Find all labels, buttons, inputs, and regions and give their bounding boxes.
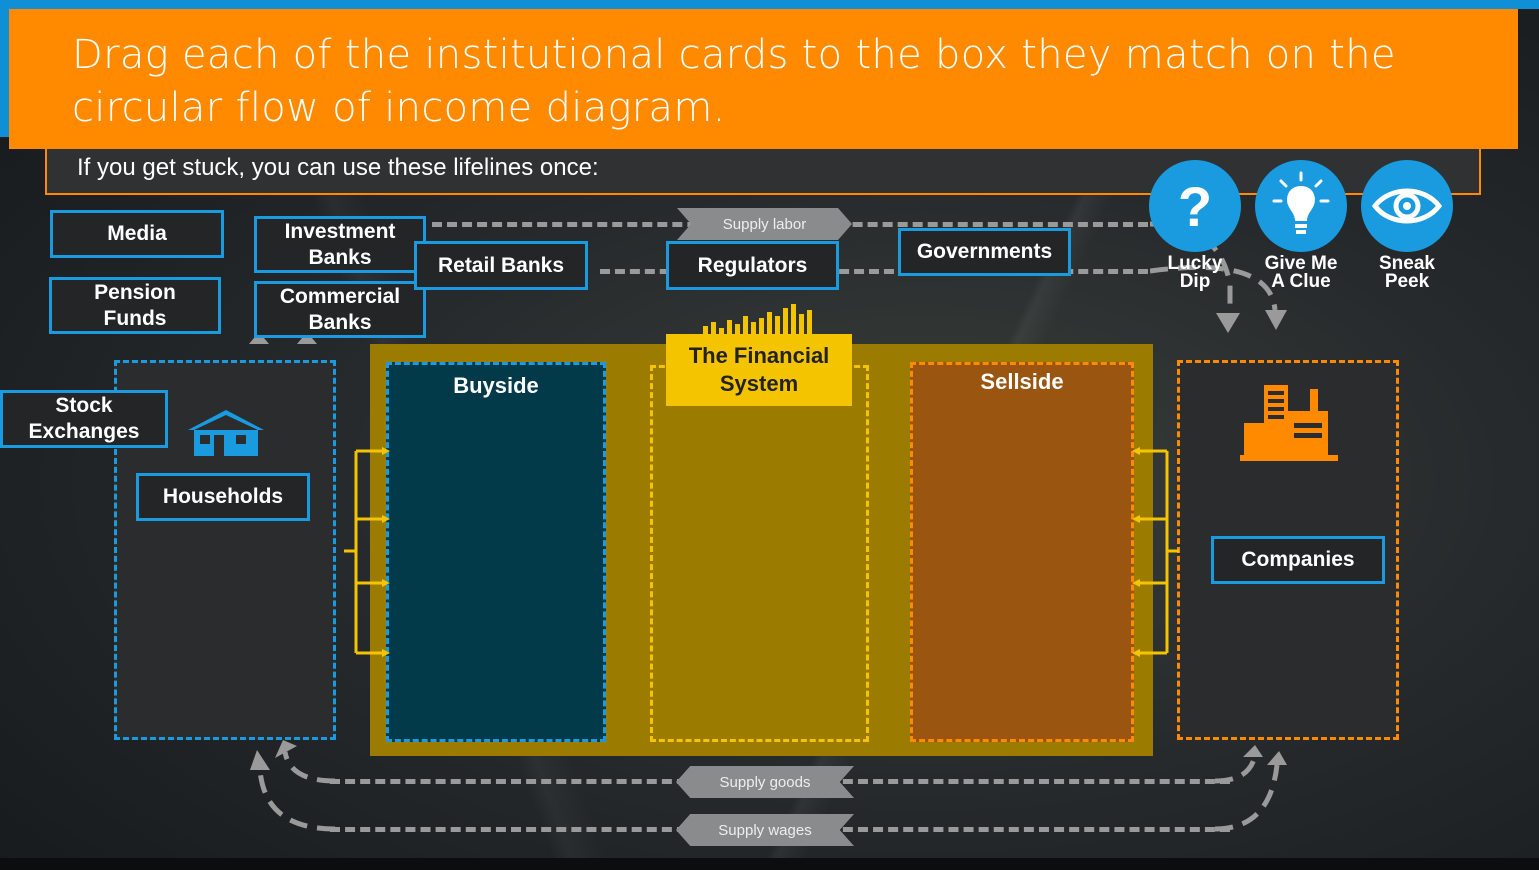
- buyside-drop-zone[interactable]: [386, 362, 606, 742]
- card-pension-funds[interactable]: Pension Funds: [49, 277, 221, 334]
- instructions-line-1: Drag each of the institutional cards to …: [72, 32, 1396, 78]
- card-pension-funds-line-2: Funds: [103, 306, 167, 330]
- buyside-label: Buyside: [453, 373, 539, 398]
- card-commercial-banks[interactable]: Commercial Banks: [254, 281, 426, 338]
- lifelines-prompt: If you get stuck, you can use these life…: [45, 149, 1481, 195]
- card-media[interactable]: Media: [50, 210, 224, 258]
- left-accent-strip: [0, 9, 9, 137]
- card-governments[interactable]: Governments: [898, 228, 1071, 276]
- question-icon: ?: [1149, 160, 1241, 252]
- lifeline-lucky-dip-line-1: Lucky: [1167, 253, 1223, 274]
- lifeline-give-me-a-clue-line-2: A Clue: [1271, 271, 1331, 292]
- card-stock-exchanges[interactable]: Stock Exchanges: [0, 390, 168, 448]
- eye-icon: [1361, 160, 1453, 252]
- card-commercial-banks-line-2: Banks: [308, 310, 372, 334]
- left-flow-bracket: [344, 447, 390, 657]
- card-stock-exchanges-line-2: Exchanges: [28, 420, 140, 443]
- card-investment-banks[interactable]: Investment Banks: [254, 216, 426, 273]
- lifeline-give-me-a-clue-line-1: Give Me: [1264, 253, 1338, 274]
- financial-system-label-line-1: The Financial: [688, 343, 830, 368]
- supply-goods-label: Supply goods: [676, 766, 854, 798]
- card-pension-funds-line-1: Pension: [94, 280, 176, 304]
- bottom-strip: [0, 858, 1539, 870]
- card-regulators[interactable]: Regulators: [666, 241, 839, 290]
- right-flow-bracket: [1132, 447, 1179, 657]
- card-investment-banks-line-1: Investment: [284, 219, 396, 243]
- lower-left-curve: [250, 740, 336, 832]
- card-stock-exchanges-line-1: Stock: [55, 394, 113, 417]
- financial-system-label-line-2: System: [719, 371, 799, 396]
- house-icon: [188, 410, 264, 456]
- financial-system-label: The Financial System: [666, 334, 852, 406]
- sellside-label: Sellside: [980, 369, 1064, 394]
- lower-right-curve: [1215, 745, 1287, 832]
- lifeline-sneak-peek-line-2: Peek: [1384, 271, 1430, 292]
- lifeline-lucky-dip-line-2: Dip: [1179, 271, 1211, 292]
- lifeline-give-me-a-clue[interactable]: Give Me A Clue: [1254, 160, 1348, 291]
- instructions-banner: Drag each of the institutional cards to …: [9, 9, 1518, 149]
- factory-icon: [1240, 385, 1338, 461]
- top-accent-strip: [0, 0, 1539, 9]
- lightbulb-icon: [1255, 160, 1347, 252]
- lifeline-lucky-dip[interactable]: ? Lucky Dip: [1148, 160, 1242, 291]
- financial-system-drop-zone[interactable]: [650, 365, 869, 742]
- bar-chart-icon: [703, 304, 812, 334]
- lifeline-sneak-peek[interactable]: Sneak Peek: [1360, 160, 1454, 291]
- card-retail-banks[interactable]: Retail Banks: [414, 241, 588, 290]
- supply-wages-label: Supply wages: [676, 814, 854, 846]
- card-households[interactable]: Households: [136, 473, 310, 521]
- instructions-line-2: circular flow of income diagram.: [72, 85, 726, 131]
- card-companies[interactable]: Companies: [1211, 536, 1385, 584]
- supply-labor-label: Supply labor: [677, 208, 852, 240]
- card-investment-banks-line-2: Banks: [308, 245, 372, 269]
- small-up-arrows: [249, 332, 317, 344]
- card-commercial-banks-line-1: Commercial: [279, 284, 401, 308]
- lifeline-sneak-peek-line-1: Sneak: [1379, 253, 1435, 274]
- sellside-drop-zone[interactable]: [910, 362, 1134, 742]
- regulators-flow-line: [600, 269, 1148, 274]
